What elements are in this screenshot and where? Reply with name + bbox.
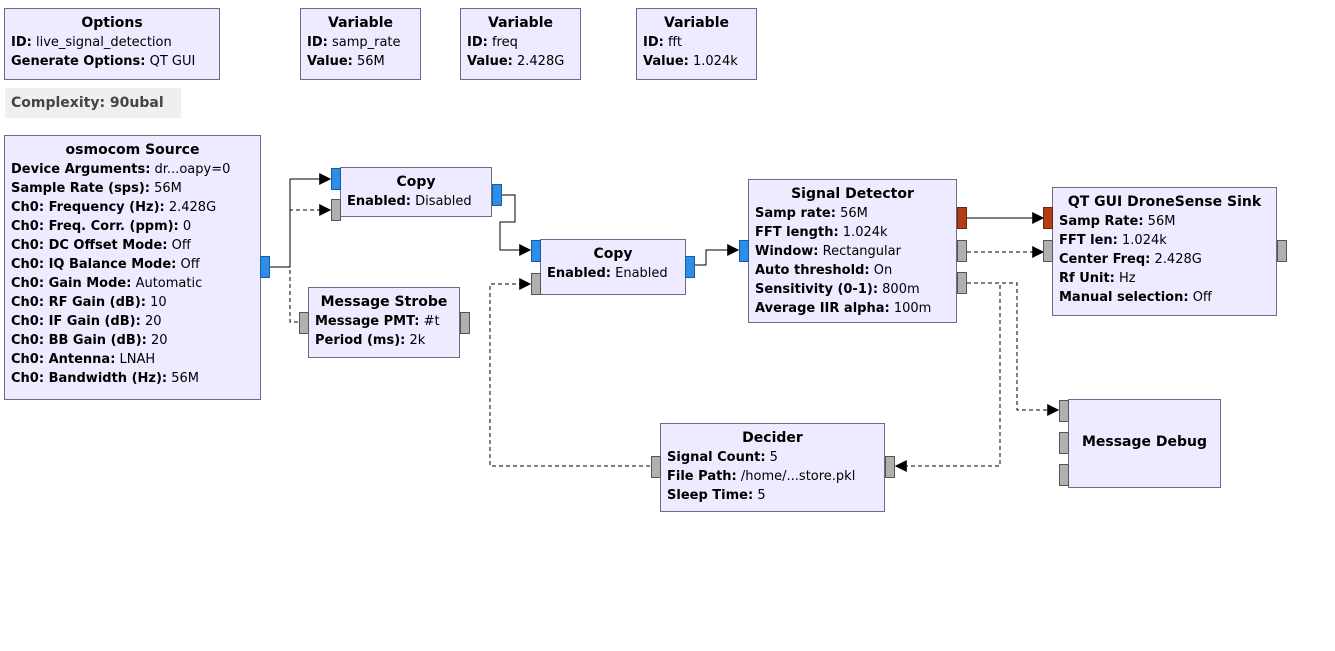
debug-in-port-1[interactable] <box>1059 400 1069 422</box>
wire-copy2-detector <box>694 244 740 266</box>
copy2-in-port[interactable] <box>531 240 541 262</box>
strobe-out-port[interactable] <box>460 312 470 334</box>
copy1-in-port[interactable] <box>331 168 341 190</box>
strobe-in-port[interactable] <box>299 312 309 334</box>
copy2-out-port[interactable] <box>685 256 695 278</box>
signal-detector-block[interactable]: Signal Detector Samp rate: 56M FFT lengt… <box>748 179 957 323</box>
param-row: Window: Rectangular <box>755 244 901 259</box>
variable-id: ID: freq <box>467 35 518 50</box>
param-row: FFT len: 1.024k <box>1059 233 1167 248</box>
param-row: Ch0: IQ Balance Mode: Off <box>11 257 200 272</box>
message-strobe-block[interactable]: Message Strobe Message PMT: #t Period (m… <box>308 287 460 358</box>
param-row: Samp rate: 56M <box>755 206 868 221</box>
osmocom-out-port[interactable] <box>260 256 270 278</box>
block-title: Copy <box>396 174 436 190</box>
param-row: Ch0: Antenna: LNAH <box>11 352 156 367</box>
debug-in-port-3[interactable] <box>1059 464 1069 486</box>
param-row: Samp Rate: 56M <box>1059 214 1176 229</box>
detector-msg-port-2[interactable] <box>957 272 967 294</box>
param-row: FFT length: 1.024k <box>755 225 888 240</box>
param-row: Sample Rate (sps): 56M <box>11 181 182 196</box>
sink-msg-out-port[interactable] <box>1277 240 1287 262</box>
complexity-label: Complexity: 90ubal <box>5 88 181 118</box>
param-row: Rf Unit: Hz <box>1059 271 1136 286</box>
wire-decider-copy2 <box>489 278 650 467</box>
block-title: Message Debug <box>1081 434 1208 450</box>
block-title: Signal Detector <box>791 186 914 202</box>
param-row: Ch0: Frequency (Hz): 2.428G <box>11 200 217 215</box>
block-title: osmocom Source <box>65 142 200 158</box>
param-row: File Path: /home/...store.pkl <box>667 469 856 484</box>
param-row: Ch0: BB Gain (dB): 20 <box>11 333 168 348</box>
options-id: ID: live_signal_detection <box>11 35 172 50</box>
block-title: Copy <box>593 246 633 262</box>
variable-value: Value: 56M <box>307 54 385 69</box>
variable-block-samp-rate[interactable]: Variable ID: samp_rate Value: 56M <box>300 8 421 80</box>
sink-in-port[interactable] <box>1043 207 1053 229</box>
wire-osmocom-copy1 <box>270 173 332 268</box>
param-row: Sleep Time: 5 <box>667 488 766 503</box>
variable-value: Value: 2.428G <box>467 54 565 69</box>
message-debug-block[interactable]: Message Debug <box>1068 399 1221 488</box>
variable-title: Variable <box>328 15 393 31</box>
decider-out-port[interactable] <box>651 456 661 478</box>
variable-id: ID: fft <box>643 35 683 50</box>
param-row: Ch0: IF Gain (dB): 20 <box>11 314 162 329</box>
debug-in-port-2[interactable] <box>1059 432 1069 454</box>
param-row: Enabled: Enabled <box>547 266 668 281</box>
param-row: Manual selection: Off <box>1059 290 1212 305</box>
osmocom-source-block[interactable]: osmocom Source Device Arguments: dr...oa… <box>4 135 261 400</box>
block-title: Decider <box>742 430 803 446</box>
decider-in-port[interactable] <box>885 456 895 478</box>
param-row: Auto threshold: On <box>755 263 893 278</box>
detector-msg-port-1[interactable] <box>957 240 967 262</box>
block-title: Message Strobe <box>320 294 448 310</box>
param-row: Ch0: Gain Mode: Automatic <box>11 276 203 291</box>
block-title: QT GUI DroneSense Sink <box>1067 194 1262 210</box>
param-row: Signal Count: 5 <box>667 450 778 465</box>
param-row: Message PMT: #t <box>315 314 440 329</box>
copy1-out-port[interactable] <box>492 184 502 206</box>
detector-in-port[interactable] <box>739 240 749 262</box>
dronesense-sink-block[interactable]: QT GUI DroneSense Sink Samp Rate: 56M FF… <box>1052 187 1277 316</box>
param-row: Period (ms): 2k <box>315 333 426 348</box>
variable-id: ID: samp_rate <box>307 35 401 50</box>
variable-block-freq[interactable]: Variable ID: freq Value: 2.428G <box>460 8 581 80</box>
param-row: Ch0: DC Offset Mode: Off <box>11 238 191 253</box>
param-row: Ch0: RF Gain (dB): 10 <box>11 295 167 310</box>
decider-block[interactable]: Decider Signal Count: 5 File Path: /home… <box>660 423 885 512</box>
param-row: Enabled: Disabled <box>347 194 472 209</box>
variable-title: Variable <box>488 15 553 31</box>
wire-copy1-copy2 <box>499 194 532 256</box>
param-row: Average IIR alpha: 100m <box>755 301 932 316</box>
copy-block-disabled[interactable]: Copy Enabled: Disabled <box>340 167 492 217</box>
param-row: Device Arguments: dr...oapy=0 <box>11 162 231 177</box>
param-row: Center Freq: 2.428G <box>1059 252 1202 267</box>
detector-out-port[interactable] <box>957 207 967 229</box>
options-generate: Generate Options: QT GUI <box>11 54 196 69</box>
sink-msg-in-port[interactable] <box>1043 240 1053 262</box>
variable-value: Value: 1.024k <box>643 54 738 69</box>
copy1-en-port[interactable] <box>331 199 341 221</box>
copy-block-enabled[interactable]: Copy Enabled: Enabled <box>540 239 686 295</box>
variable-block-fft[interactable]: Variable ID: fft Value: 1.024k <box>636 8 757 80</box>
param-row: Ch0: Bandwidth (Hz): 56M <box>11 371 200 386</box>
param-row: Sensitivity (0-1): 800m <box>755 282 920 297</box>
options-block[interactable]: Options ID: live_signal_detection Genera… <box>4 8 220 80</box>
copy2-en-port[interactable] <box>531 273 541 295</box>
options-title: Options <box>81 15 143 31</box>
variable-title: Variable <box>664 15 729 31</box>
param-row: Ch0: Freq. Corr. (ppm): 0 <box>11 219 192 234</box>
wire-detector-debug <box>967 282 1060 416</box>
